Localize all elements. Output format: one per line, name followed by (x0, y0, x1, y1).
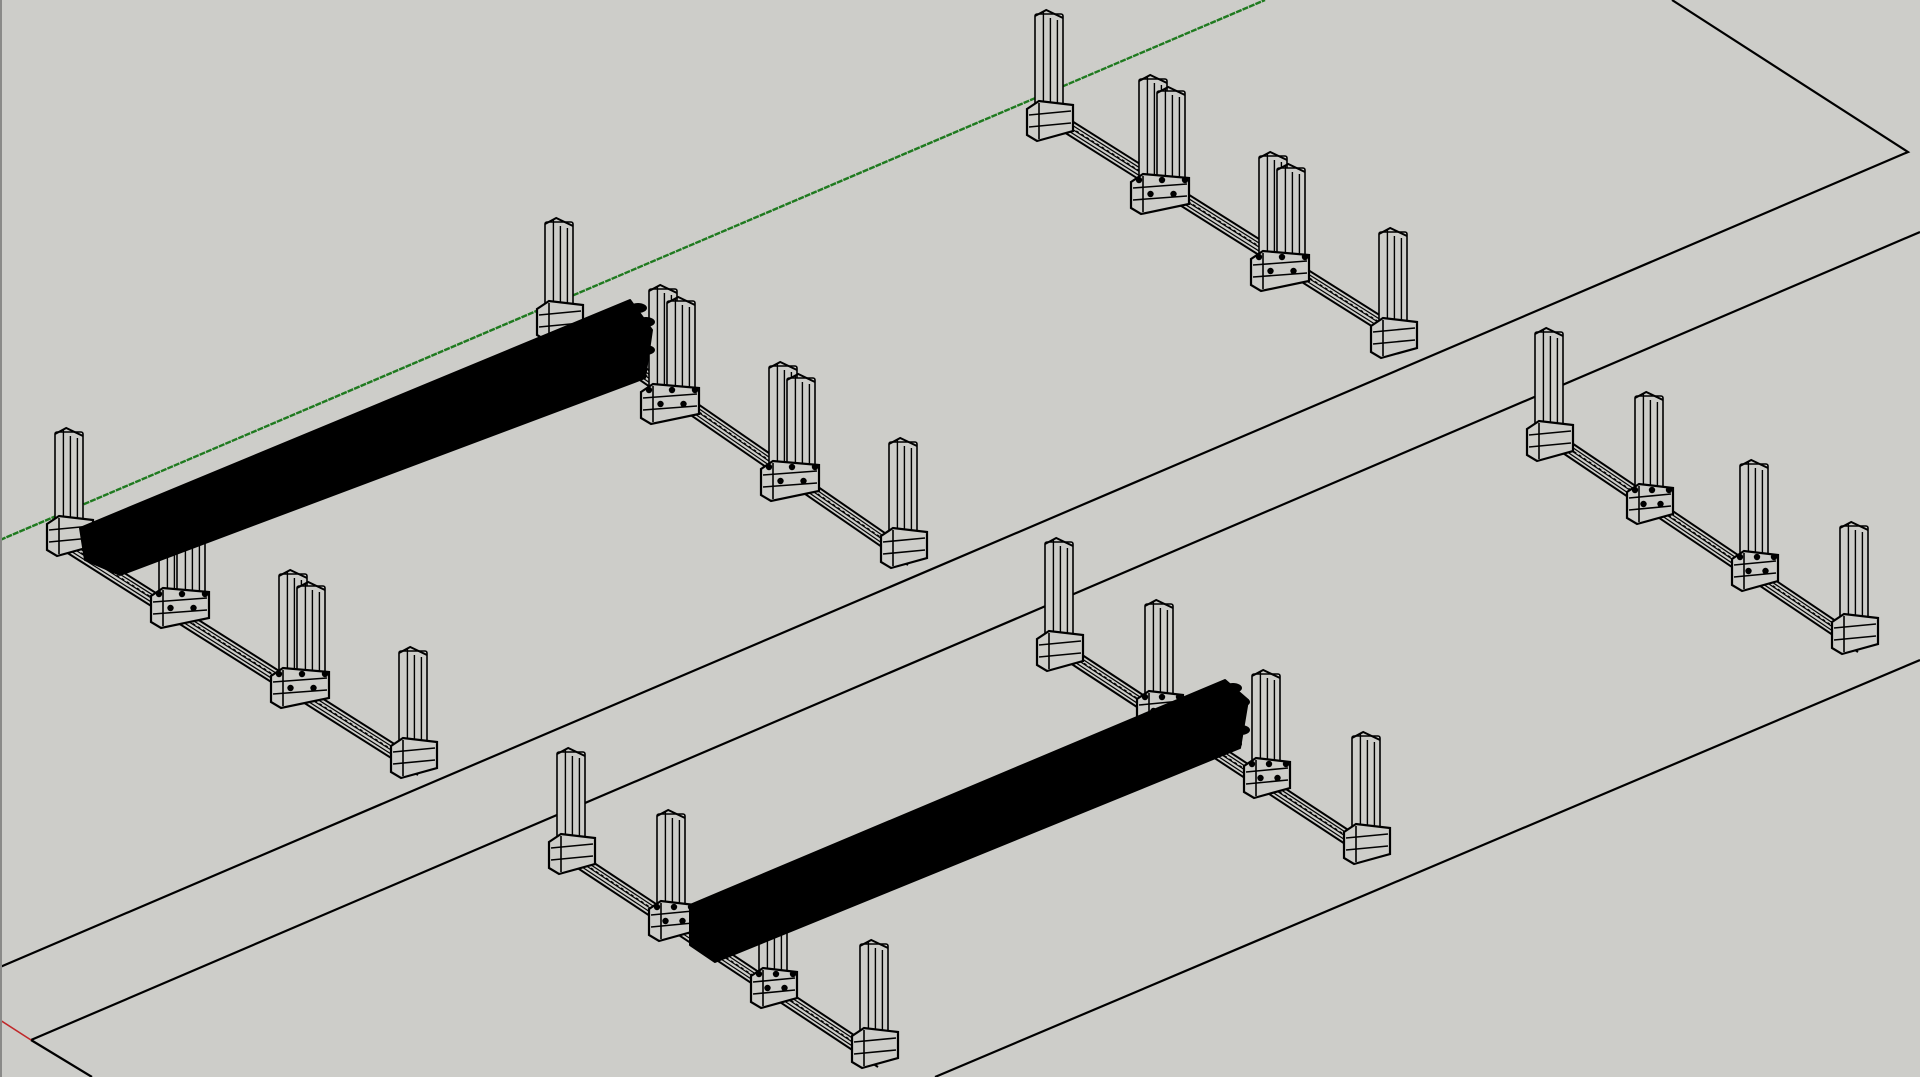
red-axis-line (2, 1020, 32, 1041)
rack-post (1369, 226, 1419, 360)
rack-post (269, 568, 331, 710)
ground-edge-upper (2, 0, 1911, 968)
rack-post (1525, 326, 1575, 463)
rack-post (1025, 8, 1075, 143)
rack-post (1830, 520, 1880, 656)
rack-post (1129, 73, 1191, 216)
rack-post (1242, 668, 1292, 800)
rack-post (1730, 458, 1780, 593)
rack-post (647, 808, 697, 943)
pipe-racks (45, 8, 1880, 1070)
pipe-bundle-upper (79, 299, 655, 576)
rack-post (850, 938, 900, 1070)
rack-top-right (1025, 8, 1419, 360)
rack-post (389, 645, 439, 780)
rack-upper-middle (535, 216, 929, 570)
rack-upper-left (45, 426, 439, 780)
rack-post (1625, 390, 1675, 526)
ground-edge-corner (30, 1039, 93, 1077)
rack-right (1525, 326, 1880, 656)
rack-post (759, 360, 821, 503)
ground-edge-lower (934, 658, 1920, 1077)
pipe-bundle-lower (689, 679, 1250, 963)
rack-post (1035, 536, 1085, 673)
rack-post (639, 283, 701, 426)
green-axis-line (2, 0, 1266, 541)
rack-post (879, 436, 929, 570)
rack-post (1342, 730, 1392, 866)
rack-post (535, 216, 585, 343)
ground-edge-middle (30, 230, 1920, 1042)
rack-post (547, 746, 597, 876)
rack-post (45, 426, 95, 558)
pipe-bundles (79, 299, 1250, 963)
rack-post (1249, 150, 1311, 293)
